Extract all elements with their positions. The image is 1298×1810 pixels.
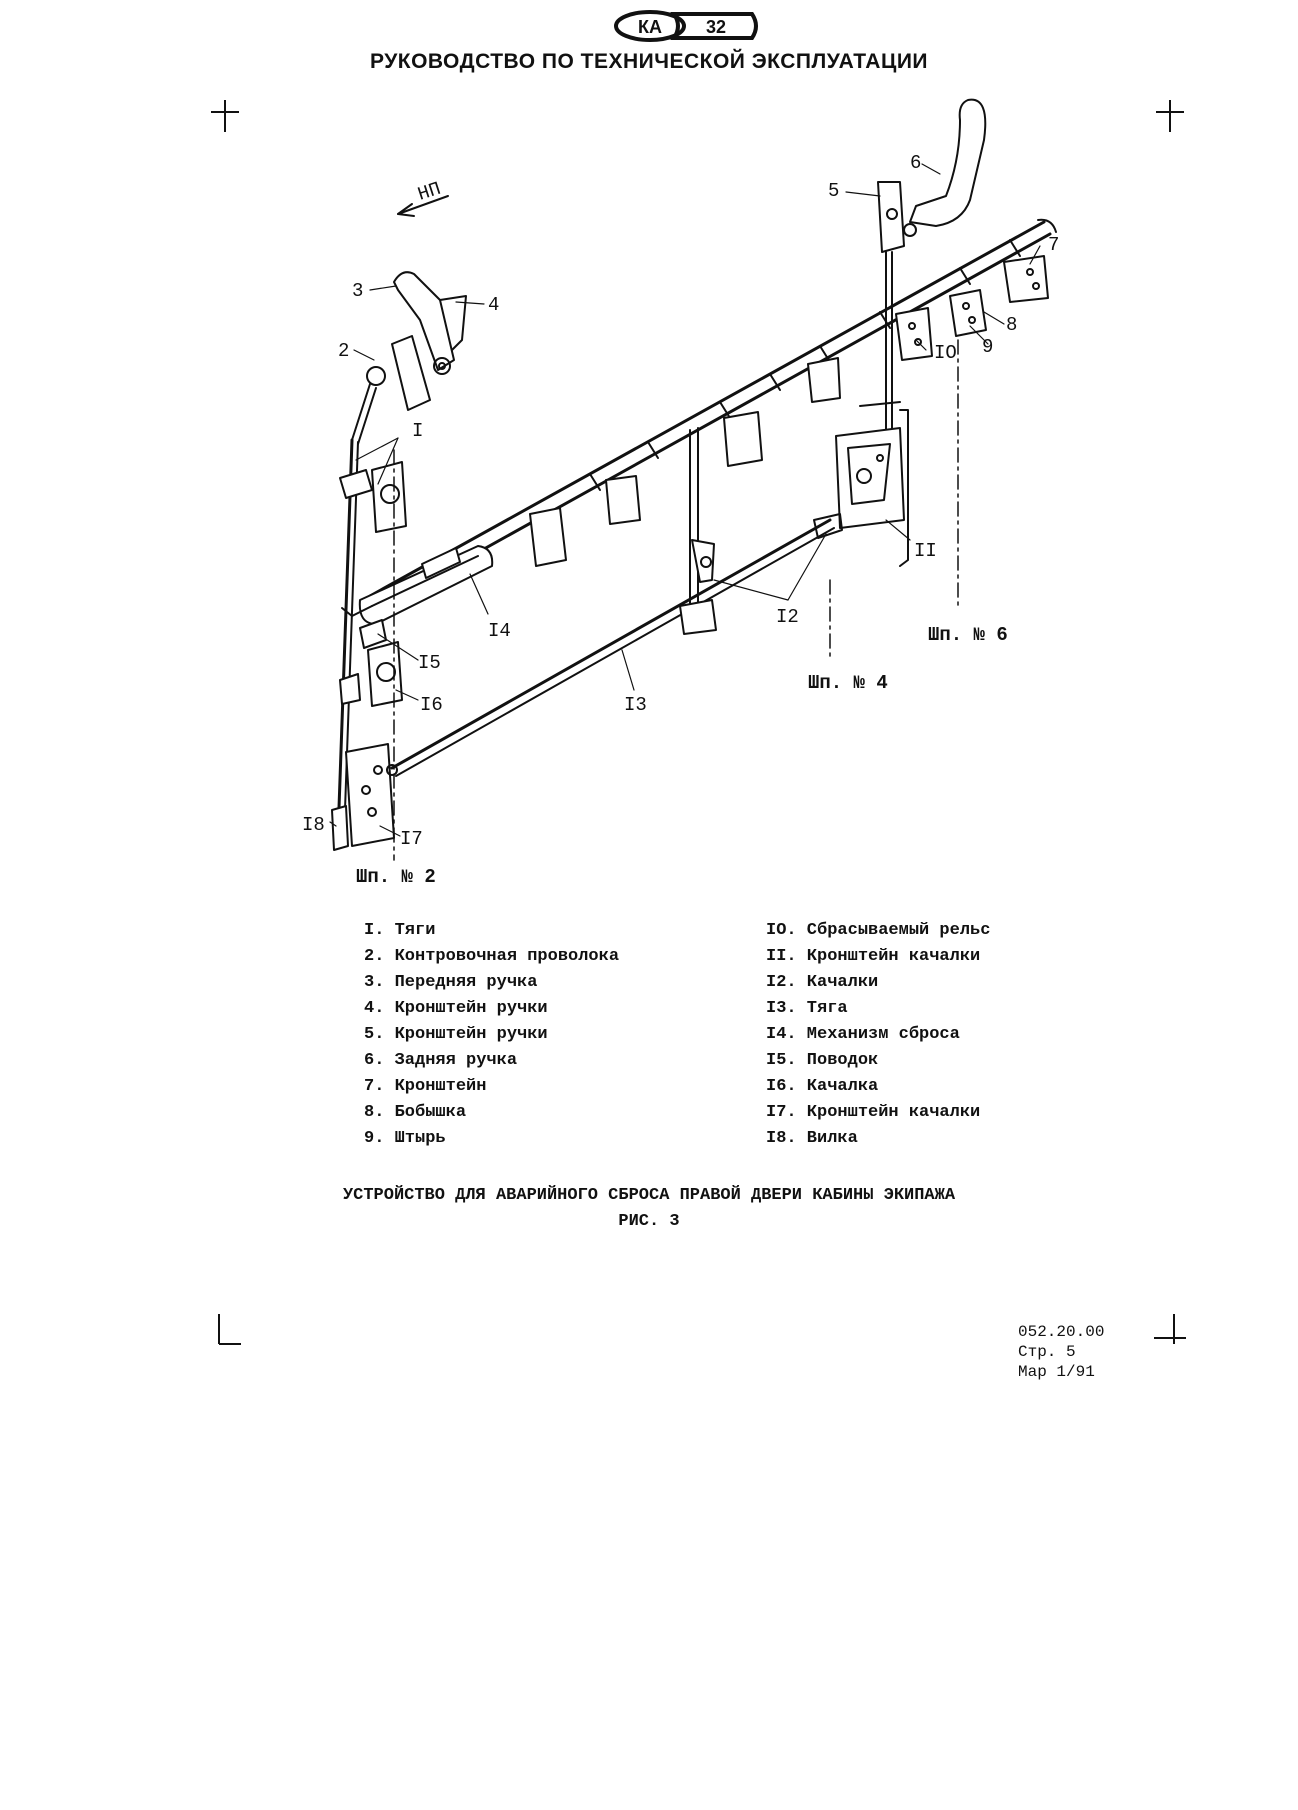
callout-9: 9	[982, 336, 993, 358]
figure-title: УСТРОЙСТВО ДЛЯ АВАРИЙНОГО СБРОСА ПРАВОЙ …	[342, 1186, 956, 1205]
legend-item: 9. Штырь	[364, 1129, 446, 1148]
page-footer: 052.20.00 Стр. 5 Мар 1/91	[1018, 1322, 1104, 1382]
callout-17: I7	[400, 828, 423, 850]
callout-1: I	[412, 420, 423, 442]
right-brackets	[895, 255, 1049, 361]
main-rod	[368, 218, 1057, 610]
release-mechanism	[341, 545, 494, 625]
legend-item: I5. Поводок	[766, 1051, 879, 1070]
direction-label: НП	[415, 178, 443, 206]
callout-8: 8	[1006, 314, 1017, 336]
callout-7: 7	[1048, 234, 1059, 256]
legend-item: I4. Механизм сброса	[766, 1025, 960, 1044]
legend-item: I2. Качалки	[766, 973, 879, 992]
callout-2: 2	[338, 340, 349, 362]
leader-lines	[329, 163, 1041, 837]
callout-11: II	[914, 540, 937, 562]
legend-item: IO. Сбрасываемый рельс	[766, 921, 991, 940]
legend-left-column: I. Тяги 2. Контровочная проволока 3. Пер…	[364, 918, 619, 1152]
legend-item: 2. Контровочная проволока	[364, 947, 620, 966]
bottom-left-bracket	[331, 743, 398, 851]
legend-item: 8. Бобышка	[364, 1103, 467, 1122]
callout-4: 4	[488, 294, 499, 316]
callout-10: IO	[934, 342, 957, 364]
legend-right-column: IO. Сбрасываемый рельс II. Кронштейн кач…	[766, 918, 990, 1152]
legend-item: 6. Задняя ручка	[364, 1051, 518, 1070]
callout-15: I5	[418, 652, 441, 674]
crop-mark-top-left	[211, 100, 239, 132]
rockers	[691, 513, 843, 583]
legend-item: I8. Вилка	[766, 1129, 858, 1148]
document-code: 052.20.00	[1018, 1323, 1105, 1341]
page-number: Стр. 5	[1018, 1343, 1076, 1361]
forward-direction-arrow	[397, 195, 449, 217]
legend-item: I7. Кронштейн качалки	[766, 1103, 981, 1122]
rear-handle-assembly	[877, 98, 987, 441]
front-handle-assembly	[351, 271, 467, 445]
callout-3: 3	[352, 280, 363, 302]
callout-5: 5	[828, 180, 839, 202]
legend-item: II. Кронштейн качалки	[766, 947, 981, 966]
frame-lines	[393, 339, 959, 861]
mid-brackets	[529, 357, 841, 635]
legend-item: 5. Кронштейн ручки	[364, 1025, 548, 1044]
callout-12: I2	[776, 606, 799, 628]
revision-date: Мар 1/91	[1018, 1363, 1095, 1381]
manual-title: РУКОВОДСТВО ПО ТЕХНИЧЕСКОЙ ЭКСПЛУАТАЦИИ	[369, 50, 929, 73]
frame-label-2: Шп. № 2	[356, 866, 436, 888]
frame-label-4: Шп. № 4	[808, 672, 888, 694]
legend-item: 7. Кронштейн	[364, 1077, 487, 1096]
legend-item: I6. Качалка	[766, 1077, 879, 1096]
logo-letters: КА	[638, 17, 662, 37]
rocker-bracket-right	[835, 401, 909, 567]
left-rocker	[359, 619, 403, 707]
emergency-release-diagram: НП I 2 3 4 5 6 7 8 9 IO II I2 I3 I4 I5 I…	[302, 98, 1059, 888]
callout-13: I3	[624, 694, 647, 716]
legend-item: I3. Тяга	[766, 999, 848, 1018]
legend-item: 4. Кронштейн ручки	[364, 999, 548, 1018]
figure-number: РИС. 3	[618, 1212, 680, 1231]
crop-mark-top-right	[1156, 100, 1184, 132]
crop-mark-bottom-left	[218, 1314, 241, 1345]
ka-32-logo: КА 32	[614, 10, 758, 42]
crop-mark-bottom-right	[1154, 1314, 1186, 1344]
logo-number: 32	[706, 17, 726, 37]
legend-item: 3. Передняя ручка	[364, 973, 538, 992]
lower-rod	[390, 518, 835, 777]
frame-label-6: Шп. № 6	[928, 624, 1008, 646]
callout-18: I8	[302, 814, 325, 836]
callout-14: I4	[488, 620, 511, 642]
legend-item: I. Тяги	[364, 921, 436, 940]
callout-16: I6	[420, 694, 443, 716]
callout-6: 6	[910, 152, 921, 174]
